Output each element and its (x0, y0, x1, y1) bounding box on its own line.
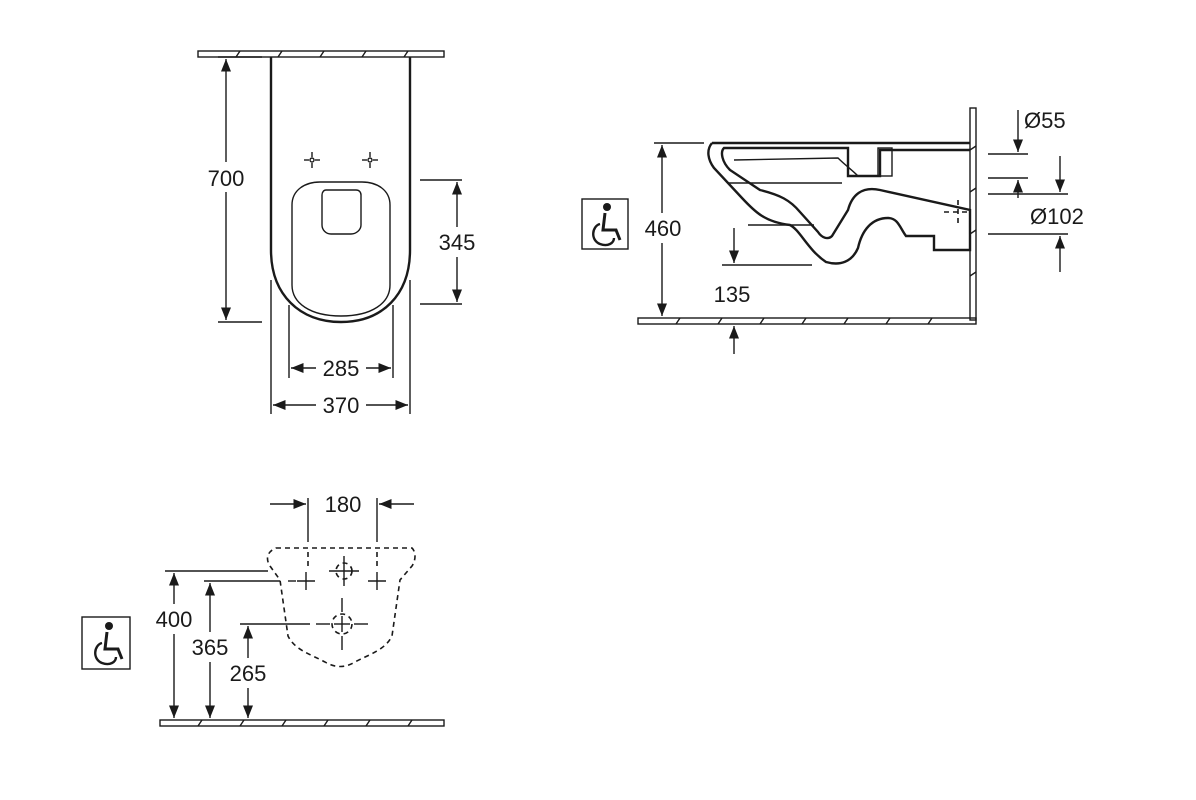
flush-area (321, 189, 362, 235)
side-view: 460 135 Ø55 Ø102 (581, 107, 1084, 354)
bowl-outline-top (269, 57, 412, 324)
trap-inner (733, 157, 859, 177)
dimension-285-label: 285 (323, 356, 360, 381)
toilet-profile (707, 141, 972, 265)
fixing-points (288, 552, 386, 650)
floor-side (637, 317, 977, 325)
dimension-460: 460 (636, 142, 704, 316)
dimension-265: 265 (222, 623, 310, 718)
dimension-400: 400 (150, 570, 268, 718)
top-view: 700 345 285 370 (196, 50, 482, 419)
dimension-700: 700 (196, 56, 262, 323)
dimension-700-label: 700 (208, 166, 245, 191)
dimension-460-label: 460 (645, 216, 682, 241)
mounting-outline (266, 547, 416, 668)
dimension-400-label: 400 (156, 607, 193, 632)
dimension-outlet: Ø102 (988, 156, 1084, 272)
dimension-outlet-label: Ø102 (1030, 204, 1084, 229)
wheelchair-accessible-icon (81, 616, 131, 670)
dimension-370: 370 (270, 280, 411, 419)
bowl-opening (291, 181, 391, 317)
dimension-370-label: 370 (323, 393, 360, 418)
floor-mounting (159, 719, 445, 727)
dimension-285: 285 (288, 305, 394, 382)
dimension-inlet: Ø55 (988, 108, 1066, 198)
dimension-180-label: 180 (325, 492, 362, 517)
wheelchair-accessible-icon (581, 198, 629, 250)
dimension-365: 365 (186, 580, 280, 718)
dimension-135-label: 135 (714, 282, 751, 307)
dimension-265-label: 265 (230, 661, 267, 686)
dimension-365-label: 365 (192, 635, 229, 660)
mounting-view: 180 400 365 265 (81, 492, 445, 727)
dimension-inlet-label: Ø55 (1024, 108, 1066, 133)
dimension-345: 345 (420, 179, 482, 305)
dimension-345-label: 345 (439, 230, 476, 255)
seat-fixing-marks (304, 152, 378, 168)
dimension-180: 180 (270, 492, 414, 542)
dimension-135: 135 (714, 228, 812, 354)
wall-strip-top (197, 50, 445, 58)
